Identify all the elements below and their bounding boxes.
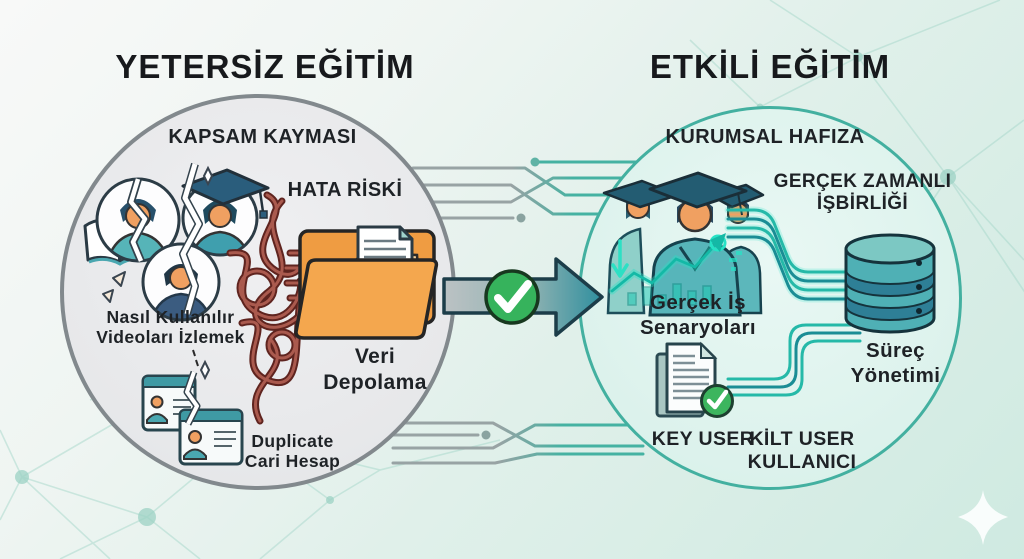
right-title: ETKİLİ EĞİTİM <box>649 48 891 85</box>
label-key-user: KEY USER <box>651 428 755 450</box>
circuit-traces-bottom <box>391 421 645 465</box>
document-approved-icon <box>655 341 734 418</box>
graduates-icon <box>602 171 765 317</box>
label-gercek-is-senaryolari: Gerçek İş Senaryoları <box>639 291 757 339</box>
database-icon <box>844 233 936 334</box>
left-title: YETERSİZ EĞİTİM <box>115 48 415 85</box>
broken-avatars-icon <box>83 162 270 322</box>
sparkle-icon <box>958 490 1008 545</box>
label-kilt-user-kullanici: KİLT USER KULLANICI <box>747 428 857 474</box>
check-arrow-icon <box>442 257 604 337</box>
label-surec-yonetimi: Süreç Yönetimi <box>850 339 941 387</box>
tangled-wires-folder-icon <box>226 191 439 425</box>
label-duplicate-cari-hesap: Duplicate Cari Hesap <box>244 431 341 472</box>
circuit-traces-icon <box>724 206 864 397</box>
label-kurumsal-hafiza: KURUMSAL HAFIZA <box>665 126 865 148</box>
label-nasil-kullanilir: Nasıl Kullanılır Videoları İzlemek <box>96 307 245 348</box>
label-gercek-zamanli-isbirligi: GERÇEK ZAMANLI İŞBİRLİĞİ <box>773 171 952 214</box>
label-veri-depolama: Veri Depolama <box>323 345 427 395</box>
label-kapsam-kaymasi: KAPSAM KAYMASI <box>168 126 357 148</box>
label-hata-riski: HATA RİSKİ <box>287 179 403 201</box>
id-cards-icon <box>141 349 244 466</box>
